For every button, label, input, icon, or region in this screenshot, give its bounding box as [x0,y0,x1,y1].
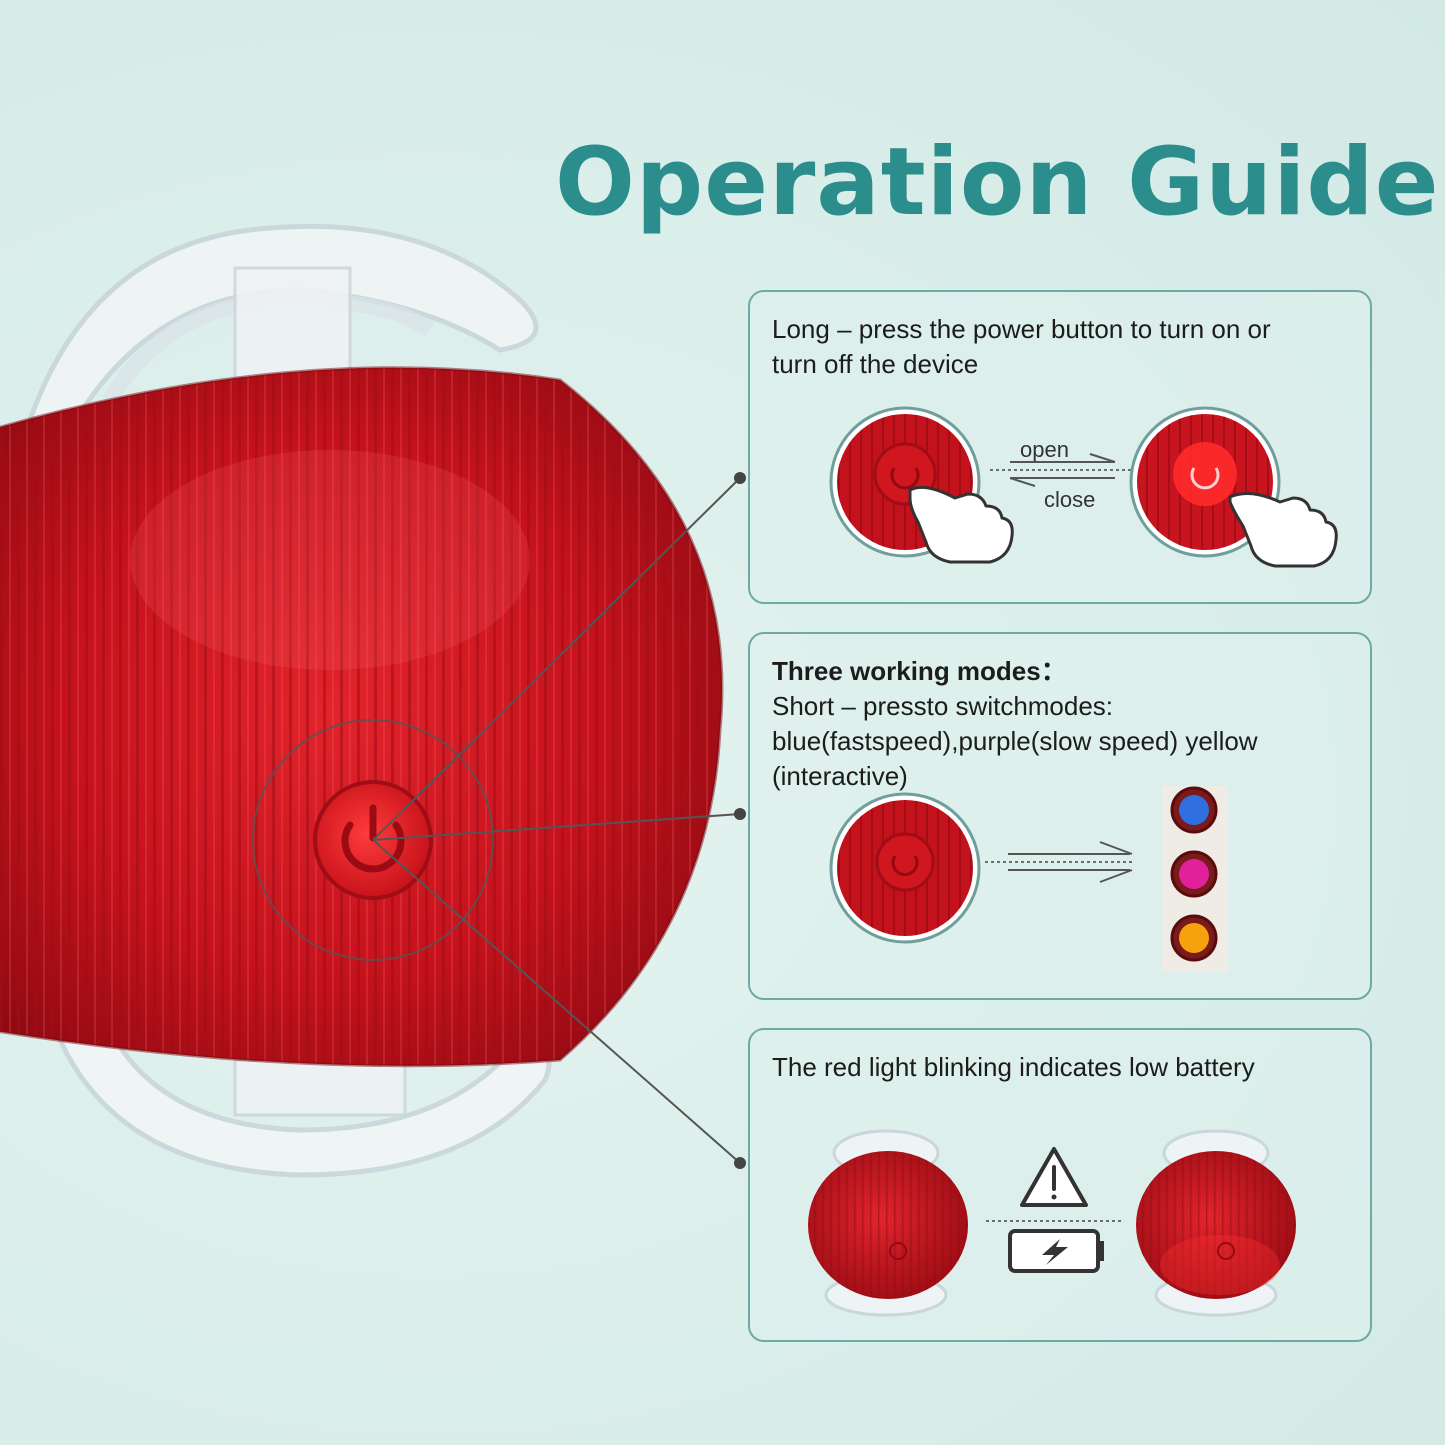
working-modes-panel: Three working modes： Short – pressto swi… [748,632,1372,1000]
instruction-line: The red light blinking indicates low bat… [772,1052,1255,1082]
power-toggle-diagram [829,406,1338,568]
close-label: close [1044,487,1096,512]
battery-charging-icon [1008,1229,1104,1273]
hand-pointer-icon [908,485,1014,564]
low-battery-diagram [808,1129,1296,1317]
warning-icon [1020,1147,1088,1207]
instruction-line: blue(fastspeed),purple(slow speed) yello… [772,726,1258,756]
instruction-line: turn off the device [772,349,979,379]
power-toggle-panel: Long – press the power button to turn on… [748,290,1372,604]
ball-thumbnail-left [808,1129,968,1317]
working-modes-instructions: Three working modes： Short – pressto swi… [772,654,1352,794]
low-battery-panel: The red light blinking indicates low bat… [748,1028,1372,1342]
hand-pointer-icon [1228,491,1338,568]
low-battery-instructions: The red light blinking indicates low bat… [772,1050,1352,1085]
instruction-line: (interactive) [772,761,908,791]
instruction-line: Short – pressto switchmodes: [772,691,1114,721]
mode-color-indicators [1170,786,1218,962]
power-toggle-instructions: Long – press the power button to turn on… [772,312,1352,382]
open-label: open [1020,437,1069,462]
ball-thumbnail-right [1136,1129,1296,1317]
page-title: Operation Guide [555,128,1440,237]
button-closeup [829,792,981,944]
instruction-line: Long – press the power button to turn on… [772,314,1271,344]
mode-switch-diagram [829,786,1228,972]
working-modes-heading: Three working modes： [772,656,1067,686]
